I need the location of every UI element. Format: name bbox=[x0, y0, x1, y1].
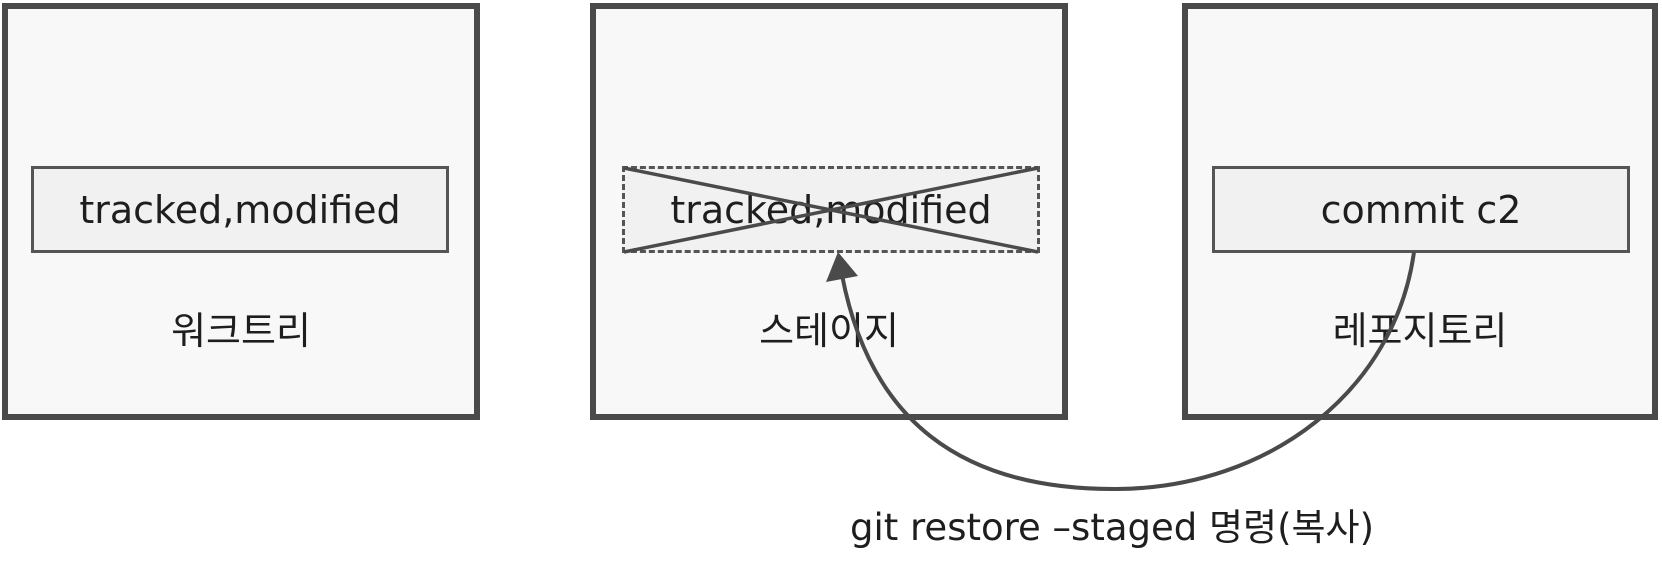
repository-commit-label: commit c2 bbox=[1320, 187, 1522, 232]
stage-file-label: tracked,modified bbox=[670, 187, 992, 232]
stage-label: 스테이지 bbox=[759, 309, 899, 353]
worktree-file-label: tracked,modified bbox=[79, 187, 401, 232]
stage-file-box-removed: tracked,modified bbox=[622, 166, 1040, 253]
repository-label: 레포지토리 bbox=[1332, 309, 1508, 353]
repository-commit-box: commit c2 bbox=[1212, 166, 1630, 253]
restore-command-label: git restore –staged 명령(복사) bbox=[850, 506, 1375, 549]
worktree-file-box: tracked,modified bbox=[31, 166, 449, 253]
worktree-label: 워크트리 bbox=[171, 309, 311, 353]
